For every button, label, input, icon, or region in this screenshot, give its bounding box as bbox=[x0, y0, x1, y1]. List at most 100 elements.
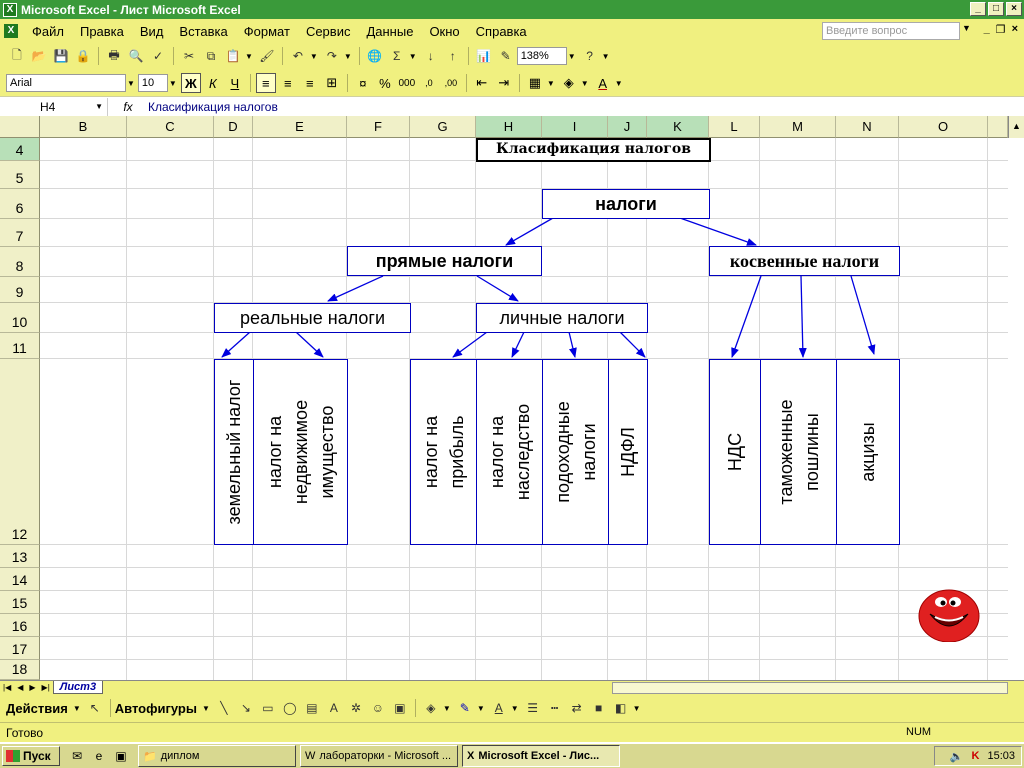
diagram-icon[interactable]: ✲ bbox=[350, 701, 361, 715]
workbook-icon[interactable]: X bbox=[4, 24, 18, 38]
font-color-icon[interactable]: A bbox=[598, 75, 608, 91]
node-direct[interactable]: прямые налоги bbox=[347, 246, 542, 276]
fill-color-icon[interactable]: ◈ bbox=[426, 701, 436, 715]
drawing-icon[interactable]: ✎ bbox=[500, 49, 511, 63]
node-root[interactable]: налоги bbox=[542, 189, 710, 219]
menu-tools[interactable]: Сервис bbox=[305, 23, 351, 39]
column-header-d[interactable]: D bbox=[214, 116, 253, 138]
chevron-down-icon[interactable]: ▼ bbox=[632, 703, 641, 713]
row-header-11[interactable]: 11 bbox=[0, 333, 40, 359]
row-header-17[interactable]: 17 bbox=[0, 637, 40, 660]
node-profit[interactable]: налог на прибыль bbox=[410, 359, 477, 545]
currency-icon[interactable]: ¤ bbox=[359, 75, 367, 91]
font-color-icon[interactable]: A bbox=[494, 701, 503, 715]
picture-icon[interactable]: ▣ bbox=[394, 701, 406, 715]
chevron-down-icon[interactable]: ▼ bbox=[580, 78, 589, 88]
arrow-tool-icon[interactable]: ↘ bbox=[240, 701, 251, 715]
menu-file[interactable]: Файл bbox=[32, 23, 64, 39]
cut-icon[interactable]: ✂ bbox=[183, 49, 195, 63]
line-color-icon[interactable]: ✎ bbox=[459, 701, 470, 715]
outlook-icon[interactable]: ✉ bbox=[71, 749, 83, 763]
column-header-b[interactable]: B bbox=[40, 116, 127, 138]
hyperlink-icon[interactable]: 🌐 bbox=[367, 49, 383, 63]
paste-icon[interactable]: 📋 bbox=[225, 49, 241, 63]
row-header-16[interactable]: 16 bbox=[0, 614, 40, 637]
align-center-icon[interactable]: ≡ bbox=[284, 75, 292, 91]
chevron-down-icon[interactable]: ▼ bbox=[476, 703, 485, 713]
doc-minimize-button[interactable]: _ bbox=[983, 23, 990, 35]
decrease-decimal-icon[interactable]: ,00 bbox=[444, 78, 458, 88]
browser-icon[interactable]: e bbox=[95, 749, 103, 763]
dash-style-icon[interactable]: ┅ bbox=[551, 701, 559, 715]
next-sheet-icon[interactable]: ▶ bbox=[29, 683, 36, 692]
chevron-down-icon[interactable]: ▼ bbox=[201, 703, 210, 713]
chevron-down-icon[interactable]: ▼ bbox=[127, 78, 135, 88]
actions-menu[interactable]: Действия bbox=[6, 700, 68, 716]
node-land[interactable]: земельный налог bbox=[214, 359, 254, 545]
chevron-down-icon[interactable]: ▼ bbox=[614, 78, 623, 88]
bold-button[interactable]: Ж bbox=[180, 73, 201, 93]
row-header-9[interactable]: 9 bbox=[0, 277, 40, 303]
chevron-down-icon[interactable]: ▼ bbox=[567, 51, 576, 61]
row-header-18[interactable]: 18 bbox=[0, 660, 40, 680]
clock[interactable]: 15:03 bbox=[987, 750, 1015, 762]
permission-icon[interactable]: 🔒 bbox=[75, 49, 91, 63]
column-header-k[interactable]: K bbox=[647, 116, 709, 138]
antivirus-icon[interactable]: K bbox=[971, 750, 980, 762]
row-header-8[interactable]: 8 bbox=[0, 247, 40, 277]
chevron-down-icon[interactable]: ▼ bbox=[962, 23, 971, 33]
column-header-n[interactable]: N bbox=[836, 116, 899, 138]
office-assistant-icon[interactable] bbox=[918, 586, 980, 642]
font-size-select[interactable]: 10 bbox=[137, 74, 168, 92]
arrow-style-icon[interactable]: ⇄ bbox=[571, 701, 582, 715]
menu-help[interactable]: Справка bbox=[475, 23, 527, 39]
thousands-icon[interactable]: 000 bbox=[398, 77, 416, 89]
column-header-g[interactable]: G bbox=[410, 116, 476, 138]
select-pointer-icon[interactable]: ↖ bbox=[89, 701, 100, 715]
undo-icon[interactable]: ↶ bbox=[292, 49, 303, 63]
3d-icon[interactable]: ◧ bbox=[614, 701, 627, 715]
task-button-word[interactable]: W лабораторки - Microsoft ... bbox=[300, 745, 458, 767]
column-header-i[interactable]: I bbox=[542, 116, 608, 138]
print-preview-icon[interactable]: 🔍 bbox=[128, 49, 144, 63]
menu-edit[interactable]: Правка bbox=[79, 23, 124, 39]
help-icon[interactable]: ? bbox=[586, 49, 593, 63]
chevron-down-icon[interactable]: ▼ bbox=[309, 51, 318, 61]
rectangle-icon[interactable]: ▭ bbox=[262, 701, 274, 715]
row-header-15[interactable]: 15 bbox=[0, 591, 40, 614]
task-button-excel[interactable]: X Microsoft Excel - Лис... bbox=[462, 745, 620, 767]
decrease-indent-icon[interactable]: ⇤ bbox=[476, 75, 488, 90]
desktop-icon[interactable]: ▣ bbox=[115, 749, 127, 763]
increase-decimal-icon[interactable]: ,0 bbox=[425, 78, 433, 88]
zoom-select[interactable]: 138% bbox=[516, 47, 567, 65]
column-header-p[interactable] bbox=[988, 116, 1008, 138]
save-icon[interactable]: 💾 bbox=[53, 49, 69, 63]
last-sheet-icon[interactable]: ▶| bbox=[41, 683, 50, 692]
format-painter-icon[interactable]: 🖌 bbox=[259, 49, 275, 63]
ask-question-input[interactable]: Введите вопрос bbox=[822, 22, 960, 40]
chevron-down-icon[interactable]: ▼ bbox=[601, 51, 610, 61]
node-personal[interactable]: личные налоги bbox=[476, 303, 648, 333]
column-header-c[interactable]: C bbox=[127, 116, 214, 138]
column-header-j[interactable]: J bbox=[608, 116, 647, 138]
sort-descending-icon[interactable]: ↑ bbox=[449, 49, 456, 63]
speaker-icon[interactable]: 🔈 bbox=[949, 750, 964, 763]
textbox-icon[interactable]: ▤ bbox=[306, 701, 318, 715]
close-button[interactable]: × bbox=[1006, 2, 1022, 16]
percent-icon[interactable]: % bbox=[379, 75, 391, 91]
increase-indent-icon[interactable]: ⇥ bbox=[498, 75, 510, 90]
column-header-h[interactable]: H bbox=[476, 116, 542, 138]
column-header-l[interactable]: L bbox=[709, 116, 760, 138]
node-income[interactable]: подоходные налоги bbox=[542, 359, 609, 545]
oval-icon[interactable]: ◯ bbox=[283, 701, 297, 715]
row-header-10[interactable]: 10 bbox=[0, 303, 40, 333]
column-header-o[interactable]: O bbox=[899, 116, 988, 138]
spreadsheet-grid[interactable]: B C D E F G H I J K L M N O ▲ 4 5 6 7 8 … bbox=[0, 116, 1024, 680]
column-header-m[interactable]: M bbox=[760, 116, 836, 138]
row-header-12[interactable]: 12 bbox=[0, 359, 40, 545]
open-folder-icon[interactable]: 📂 bbox=[31, 49, 47, 63]
wordart-icon[interactable]: A bbox=[329, 701, 338, 715]
clipart-icon[interactable]: ☺ bbox=[371, 701, 385, 715]
fill-color-icon[interactable]: ◈ bbox=[563, 75, 574, 90]
minimize-button[interactable]: _ bbox=[970, 2, 986, 16]
